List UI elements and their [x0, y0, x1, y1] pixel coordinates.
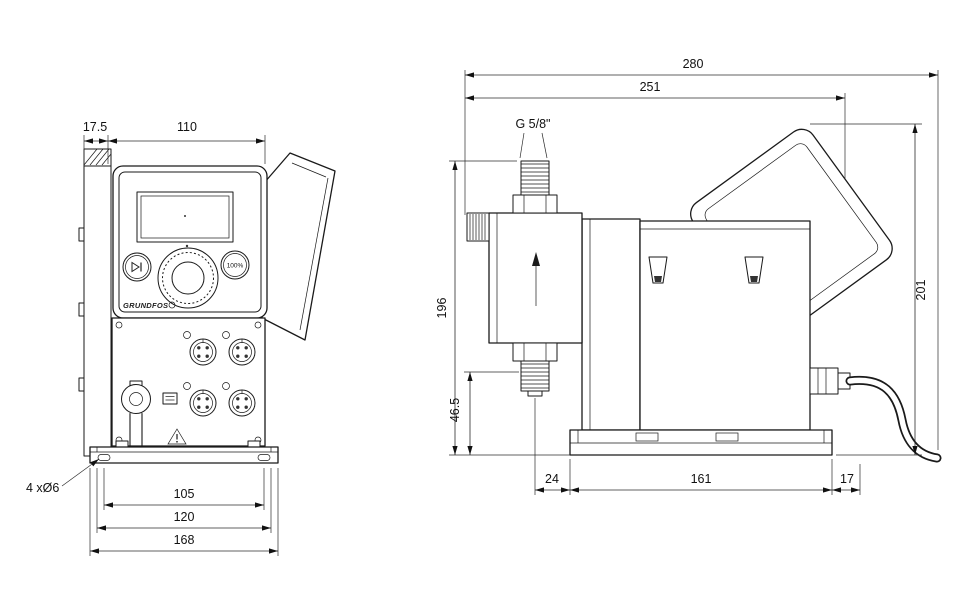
m12-connector — [189, 389, 217, 417]
dosing-head — [466, 160, 583, 397]
mounting-plate-body — [83, 165, 112, 457]
dim-label-overall-length: 280 — [683, 57, 704, 71]
motor-housing — [581, 218, 811, 431]
housing-body — [639, 220, 811, 431]
base-slot — [635, 432, 659, 442]
dim-label-front-overhang: 24 — [545, 472, 559, 486]
foot-pad — [247, 440, 261, 448]
dim-label-plate-width: 120 — [174, 510, 195, 524]
section-hatch — [83, 148, 112, 166]
display-mark — [184, 215, 186, 217]
dim-label-panel-width: 110 — [177, 120, 197, 134]
m12-connector — [228, 389, 256, 417]
flow-arrow-head — [532, 252, 540, 266]
base-outline — [89, 446, 279, 464]
mounting-slot — [97, 454, 111, 461]
plate-clip — [78, 377, 85, 392]
head-body — [488, 212, 583, 344]
bottom-tip — [527, 390, 543, 397]
dim-label-plate-offset: 17.5 — [83, 120, 107, 134]
tilted-cube-outline — [257, 152, 336, 341]
housing-vent — [648, 256, 668, 284]
connector-panel — [111, 317, 266, 455]
front-dimensions: 17.5 110 105 120 168 4 xØ6 — [26, 120, 279, 556]
dim-label-overall-width: 168 — [174, 533, 195, 547]
dim-label-thread: G 5/8" — [515, 117, 550, 131]
label-plate-icon — [162, 392, 178, 405]
m12-connector — [189, 338, 217, 366]
plate-clip — [78, 227, 85, 242]
mounting-slot — [257, 454, 271, 461]
side-dimensions: 280 251 G 5/8" 196 46.5 201 24 — [435, 57, 939, 495]
dim-label-base-length: 161 — [691, 472, 712, 486]
thread-leader — [519, 132, 525, 159]
side-view: 280 251 G 5/8" 196 46.5 201 24 — [435, 57, 942, 495]
brand-logo-icon — [168, 301, 176, 309]
base-plate-front — [89, 446, 279, 464]
dim-label-rear-overhang: 17 — [840, 472, 854, 486]
knob-center — [171, 261, 205, 295]
base-slot — [715, 432, 739, 442]
power-cable — [845, 375, 942, 463]
dim-label-height-total: 196 — [435, 298, 449, 319]
start-stop-icon — [131, 261, 140, 273]
thread-lines — [521, 363, 549, 389]
dim-label-length-to-cube: 251 — [640, 80, 661, 94]
mounting-plate — [78, 148, 112, 457]
housing-vent — [744, 256, 764, 284]
dim-label-holes: 4 xØ6 — [26, 481, 59, 495]
top-thread — [520, 160, 550, 196]
base-outline-side — [569, 429, 833, 456]
leader-line-holes — [61, 458, 100, 487]
dim-label-valve-height: 46.5 — [448, 398, 462, 422]
capacity-button — [220, 250, 250, 280]
top-union-nut — [512, 194, 558, 214]
dim-label-hole-spacing: 105 — [174, 487, 195, 501]
start-stop-button — [122, 252, 152, 282]
connector-tab — [183, 382, 191, 390]
m12-connector — [228, 338, 256, 366]
knob-indicator-dot — [185, 244, 189, 248]
plate-clip — [78, 302, 85, 317]
cube-edge-line — [299, 177, 329, 331]
dim-label-height-rear: 201 — [914, 280, 928, 301]
vent-knob — [466, 212, 490, 242]
screw-icon — [254, 321, 262, 329]
connector-tab — [222, 331, 230, 339]
cable-gland — [809, 367, 851, 395]
foot-pad — [115, 440, 129, 448]
screw-icon — [115, 321, 123, 329]
start-stop-button-rim — [125, 255, 149, 279]
brand-logo: GRUNDFOS — [123, 301, 168, 310]
thread-leader — [541, 132, 548, 159]
cube-edge-line — [291, 162, 327, 178]
cube-silhouette — [257, 152, 336, 341]
display-bezel — [140, 195, 230, 239]
adapter-flange — [581, 218, 641, 431]
base-plate-side — [569, 429, 833, 456]
thread-lines — [521, 163, 549, 193]
knob-knurl-ring — [162, 252, 214, 304]
control-panel: 100% GRUNDFOS — [112, 165, 268, 319]
warning-icon — [167, 428, 187, 445]
connector-tab — [222, 382, 230, 390]
capacity-button-rim — [223, 253, 247, 277]
front-view: 100% GRUNDFOS — [26, 120, 336, 556]
knurl-lines — [469, 214, 486, 240]
capacity-button-label: 100% — [227, 263, 244, 270]
connector-tab — [183, 331, 191, 339]
bottom-union-nut — [512, 342, 558, 362]
